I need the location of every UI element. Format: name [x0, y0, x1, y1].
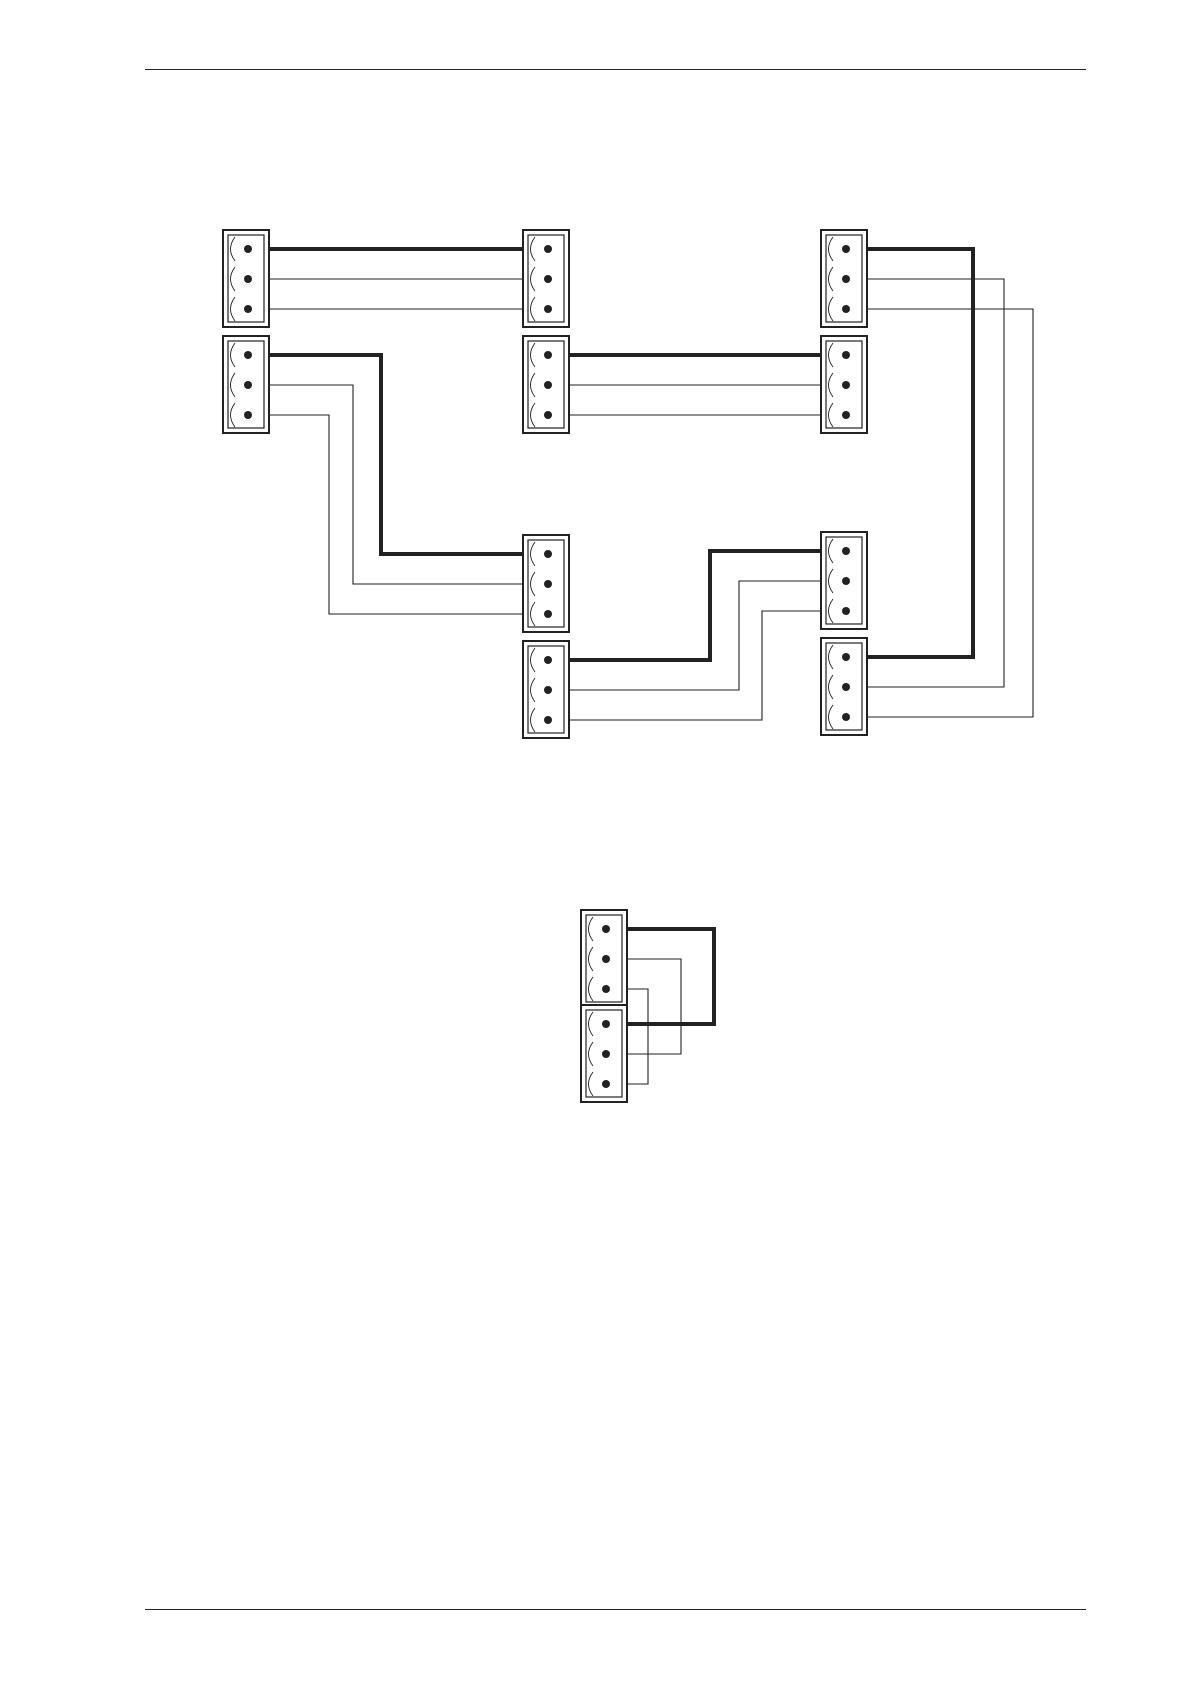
connector-plug-b1 [523, 230, 569, 327]
wire-d2-e1-3 [548, 611, 846, 720]
contact-pin-3 [544, 411, 552, 419]
wires-layer [248, 249, 1033, 1084]
connector-plug-a1 [223, 230, 269, 327]
plugs-layer [223, 230, 867, 1102]
contact-pin-1 [842, 547, 850, 555]
wire-d2-e1-2 [548, 581, 846, 690]
contact-pin-2 [842, 381, 850, 389]
connector-plug-b2 [523, 336, 569, 433]
contact-pin-3 [842, 607, 850, 615]
connector-plug-d2 [523, 641, 569, 738]
contact-pin-2 [544, 580, 552, 588]
contact-pin-3 [842, 305, 850, 313]
contact-pin-3 [602, 1080, 610, 1088]
contact-pin-1 [244, 245, 252, 253]
contact-pin-3 [244, 411, 252, 419]
contact-pin-2 [842, 275, 850, 283]
connector-plug-e1 [821, 532, 867, 629]
contact-pin-1 [842, 245, 850, 253]
contact-pin-1 [544, 656, 552, 664]
contact-pin-3 [544, 610, 552, 618]
contact-pin-1 [842, 653, 850, 661]
contact-pin-2 [544, 686, 552, 694]
contact-pin-3 [842, 713, 850, 721]
contact-pin-2 [244, 275, 252, 283]
contact-pin-2 [602, 955, 610, 963]
contact-pin-1 [602, 1020, 610, 1028]
connector-plug-f2 [581, 1005, 627, 1102]
contact-pin-2 [544, 381, 552, 389]
wire-c1-e2-2 [846, 279, 1004, 687]
contact-pin-3 [544, 305, 552, 313]
contact-pin-3 [544, 716, 552, 724]
connector-plug-c2 [821, 336, 867, 433]
connector-plug-a2 [223, 336, 269, 433]
connector-plug-f1 [581, 910, 627, 1007]
contact-pin-3 [244, 305, 252, 313]
connector-plug-e2 [821, 638, 867, 735]
wire-d2-e1-1 [548, 551, 846, 660]
contact-pin-2 [842, 683, 850, 691]
contact-pin-1 [544, 245, 552, 253]
contact-pin-2 [602, 1050, 610, 1058]
contact-pin-1 [544, 550, 552, 558]
contact-pin-1 [602, 925, 610, 933]
contact-pin-2 [544, 275, 552, 283]
contact-pin-3 [842, 411, 850, 419]
contact-pin-1 [544, 351, 552, 359]
contact-pin-1 [842, 351, 850, 359]
contact-pin-2 [842, 577, 850, 585]
connector-plug-c1 [821, 230, 867, 327]
contact-pin-3 [602, 985, 610, 993]
contact-pin-2 [244, 381, 252, 389]
contact-pin-1 [244, 351, 252, 359]
connector-plug-d1 [523, 535, 569, 632]
